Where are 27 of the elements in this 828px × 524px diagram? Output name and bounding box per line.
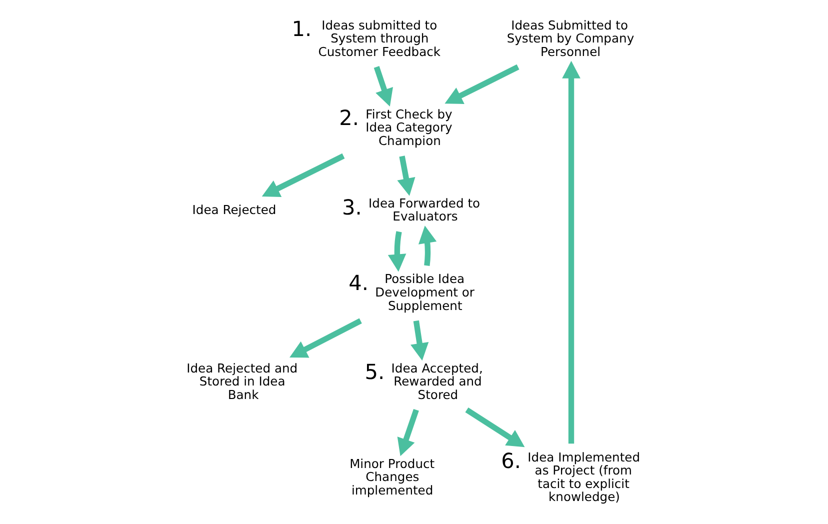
node-text: Idea Accepted, Rewarded and Stored: [391, 361, 483, 402]
arrow: [410, 320, 429, 361]
arrow: [562, 60, 580, 444]
node-text: Idea Forwarded to Evaluators: [368, 196, 480, 224]
arrow: [397, 408, 419, 456]
arrow: [465, 408, 525, 448]
node-text: Idea Implemented as Project (from tacit to explicit knowledge): [528, 450, 640, 504]
node-label: 3.: [342, 195, 362, 220]
node-label: 1.: [292, 17, 312, 42]
node-text: Minor Product Changes implemented: [350, 456, 435, 498]
node-label: 5.: [364, 360, 385, 384]
arrow: [418, 226, 437, 266]
node-text: Idea Rejected: [192, 203, 276, 218]
node-label: 6.: [501, 449, 522, 474]
arrow: [262, 153, 345, 197]
node-label: 4.: [348, 271, 369, 296]
arrow: [388, 231, 406, 272]
node-text: First Check by Idea Category Champion: [366, 107, 452, 148]
arrow: [290, 318, 362, 358]
node-text: Ideas submitted to System through Customer Feedback: [318, 18, 441, 59]
arrow: [444, 64, 520, 104]
arrow: [397, 156, 416, 196]
arrow: [374, 66, 393, 106]
node-text: Ideas Submitted to System by Company Personnel: [506, 18, 634, 59]
node-text: Idea Rejected and Stored in Idea Bank: [186, 361, 298, 402]
node-text: Possible Idea Development or Supplement: [375, 272, 474, 313]
node-label: 2.: [339, 106, 360, 130]
